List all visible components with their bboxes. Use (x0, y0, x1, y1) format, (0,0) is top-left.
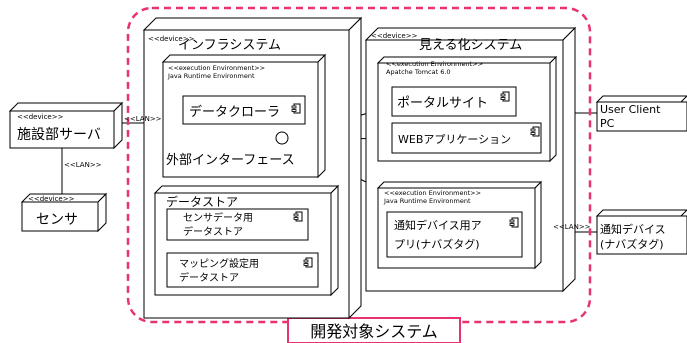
boundary-label-box (287, 317, 461, 343)
sensor-datastore-line2: データストア (183, 225, 243, 238)
mapping-datastore-component: マッピング設定用 データストア (166, 252, 319, 288)
server-stereotype: <<device>> (17, 113, 64, 121)
client-line1: User Client (600, 103, 661, 116)
tomcat-stereotype: <<execution Environment>> (386, 60, 483, 68)
portal-site-label: ポータルサイト (397, 96, 488, 111)
interface-port-icon (275, 131, 289, 145)
notify-app-line2: プリ(ナバズタグ) (394, 237, 480, 251)
sensor-datastore-line1: センサデータ用 (183, 211, 253, 224)
boundary-label: 開発対象システム (310, 322, 438, 341)
portal-site-component: ポータルサイト (391, 86, 517, 117)
lan-label-server: <<LAN>> (124, 115, 162, 123)
mapping-datastore-line2: データストア (179, 271, 239, 284)
web-app-component: WEBアプリケーション (391, 122, 542, 154)
sensor-node: <<device>> センサ (20, 192, 108, 233)
user-client-node: User Client PC (595, 95, 687, 132)
infra-jre-stereotype: <<execution Environment>> (168, 64, 265, 72)
notify-app-component: 通知デバイス用ア プリ(ナバズタグ) (386, 211, 523, 258)
datastore-title: データストア (166, 194, 238, 209)
notify-device-node: 通知デバイス (ナバズタグ) (595, 209, 687, 255)
notify-device-line1: 通知デバイス (600, 222, 666, 236)
data-crawler-label: データクローラ (189, 104, 280, 120)
viz-title: 見える化システム (419, 38, 522, 53)
infra-stereotype: <<device>> (148, 35, 195, 43)
server-name: 施設部サーバ (17, 127, 101, 143)
lan-label-sensor: <<LAN>> (64, 161, 102, 169)
data-crawler-component: データクローラ (182, 95, 306, 125)
tomcat-name: Apatche Tomcat 6.0 (386, 68, 451, 76)
infra-jre-name: Java Runtime Environment (167, 72, 255, 80)
mapping-datastore-line1: マッピング設定用 (179, 257, 259, 270)
notify-app-line1: 通知デバイス用ア (394, 218, 482, 232)
viz-stereotype: <<device>> (371, 32, 418, 40)
notify-device-line2: (ナバズタグ) (600, 237, 664, 251)
facility-server-node: <<device>> 施設部サーバ (8, 101, 124, 150)
client-line2: PC (600, 117, 615, 130)
sensor-datastore-component: センサデータ用 データストア (166, 208, 309, 241)
lan-label-notify: <<LAN>> (553, 223, 591, 231)
web-app-label: WEBアプリケーション (398, 133, 511, 146)
sensor-stereotype: <<device>> (28, 195, 75, 203)
viz-jre-stereotype: <<execution Environment>> (384, 189, 481, 197)
viz-jre-name: Java Runtime Environment (383, 197, 471, 205)
infra-title: インフラシステム (178, 38, 281, 53)
sensor-name: センサ (36, 212, 78, 228)
external-interface-label: 外部インターフェース (166, 153, 295, 168)
